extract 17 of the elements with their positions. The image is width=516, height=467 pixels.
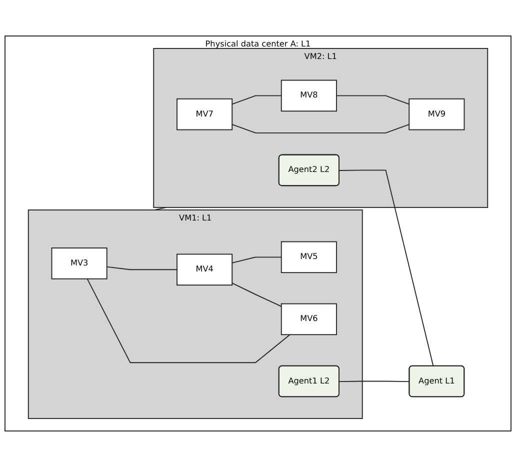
- node-box: MV8: [280, 80, 337, 112]
- connector: [232, 256, 282, 264]
- connector: [232, 95, 282, 105]
- node-box: MV6: [280, 303, 337, 336]
- node-box: MV9: [408, 98, 465, 130]
- connector: [232, 124, 410, 134]
- connector: [336, 95, 410, 105]
- connector: [338, 380, 410, 382]
- node-box: MV7: [176, 98, 233, 130]
- connector: [106, 266, 178, 270]
- node-box: MV3: [51, 248, 108, 280]
- connector: [232, 282, 282, 307]
- node-box: MV4: [176, 254, 233, 286]
- connector: [86, 278, 290, 364]
- node-box: MV5: [280, 241, 337, 274]
- connector: [154, 207, 167, 210]
- connector: [338, 170, 434, 367]
